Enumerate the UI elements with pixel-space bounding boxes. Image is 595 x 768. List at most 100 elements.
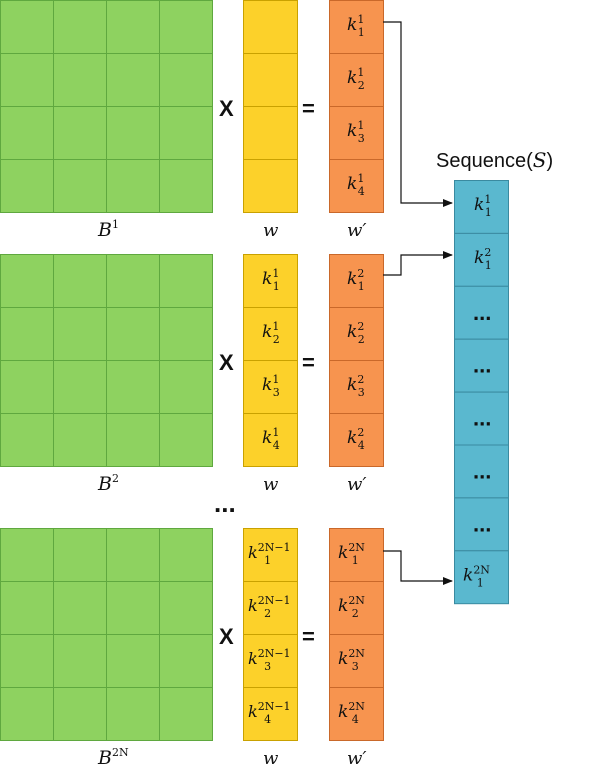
matrix-cell [159, 0, 213, 54]
wprime-cell-label-sub: 1 [358, 26, 365, 39]
matrix-label-base: B [97, 473, 112, 495]
matrix-cell [159, 159, 213, 213]
wprime-cell-label-sub: 4 [352, 713, 359, 726]
sequence-cell-label-sup: 1 [484, 193, 491, 206]
arrow-block-3 [383, 550, 453, 585]
wprime-cell-label-sup: 2N [348, 647, 365, 660]
sequence-title-text: Sequence( [436, 150, 533, 172]
wprime-cell-label-sub: 4 [358, 185, 365, 198]
matrix-1 [0, 0, 213, 213]
matrix-cell [159, 634, 213, 688]
matrix-cell [106, 307, 160, 361]
wprime-label: w′ [347, 748, 367, 768]
equals-sign: = [302, 624, 315, 649]
wprime-cell-label-base: k [347, 68, 357, 88]
sequence-ellipsis: ... [473, 353, 491, 378]
w-cell [243, 360, 298, 414]
w-cell [243, 106, 298, 160]
wprime-label: w′ [347, 474, 367, 495]
w-cell-label-sup: 2N−1 [258, 647, 291, 660]
matrix-cell [159, 53, 213, 107]
matrix-cell [0, 159, 54, 213]
wprime-cell-label-base: k [338, 649, 348, 669]
sequence-cell-label-sub: 1 [477, 576, 484, 589]
matrix-label-3: B2N [97, 746, 129, 768]
w-cell-label-sup: 2N−1 [258, 541, 291, 554]
sequence-cell [454, 338, 509, 393]
matrix-cell [0, 581, 54, 635]
matrix-cell [106, 687, 160, 741]
wprime-cell-label-sup: 2 [357, 373, 364, 386]
arrow-block-1 [383, 21, 453, 207]
matrix-cell [53, 634, 107, 688]
matrix-cell [106, 0, 160, 54]
sequence-ellipsis: ... [473, 406, 491, 431]
matrix-cell [106, 528, 160, 582]
matrix-cell [53, 307, 107, 361]
wprime-cell-label-base: k [338, 596, 348, 616]
matrix-label-2: B2 [97, 472, 119, 495]
wprime-cell-label-sup: 2N [348, 541, 365, 554]
matrix-cell [53, 360, 107, 414]
matrix-cell [0, 528, 54, 582]
wprime-cell-label-base: k [347, 322, 357, 342]
w-vector-1 [243, 0, 298, 213]
wprime-cell [329, 106, 384, 160]
matrix-cell [106, 159, 160, 213]
wprime-cell-label-sup: 1 [357, 172, 364, 185]
matrix-cell [0, 687, 54, 741]
wprime-cell-label-base: k [347, 428, 357, 448]
w-cell-label-sub: 2 [273, 333, 280, 346]
sequence-cell [454, 550, 509, 605]
wprime-cell-label-sub: 3 [358, 132, 365, 145]
matrix-cell [0, 413, 54, 467]
equals-sign: = [302, 96, 315, 121]
wprime-cell-label-sub: 3 [352, 660, 359, 673]
matrix-cell [53, 0, 107, 54]
w-cell-label-base: k [262, 428, 272, 448]
matrix-cell [106, 53, 160, 107]
w-cell-label-sup: 1 [272, 426, 279, 439]
w-cell-label-sup: 1 [272, 373, 279, 386]
sequence-cell-label-sup: 2 [484, 246, 491, 259]
w-cell-label-sub: 4 [273, 439, 280, 452]
w-cell [243, 581, 298, 635]
matrix-cell [53, 413, 107, 467]
wprime-cell-label-sup: 2 [357, 426, 364, 439]
equals-sign: = [302, 350, 315, 375]
w-cell-label-sup: 2N−1 [258, 594, 291, 607]
sequence-cell-label-base: k [474, 248, 484, 268]
sequence-cell-label-base: k [474, 195, 484, 215]
matrix-label-base: B [97, 219, 112, 241]
matrix-cell [53, 106, 107, 160]
matrix-cell [106, 360, 160, 414]
w-cell [243, 413, 298, 467]
w-cell-label-sub: 2 [264, 607, 271, 620]
matrix-cell [0, 634, 54, 688]
w-cell [243, 159, 298, 213]
matrix-cell [159, 106, 213, 160]
matrix-cell [159, 360, 213, 414]
w-cell [243, 307, 298, 361]
multiply-sign: X [219, 350, 234, 375]
matrix-cell [106, 106, 160, 160]
